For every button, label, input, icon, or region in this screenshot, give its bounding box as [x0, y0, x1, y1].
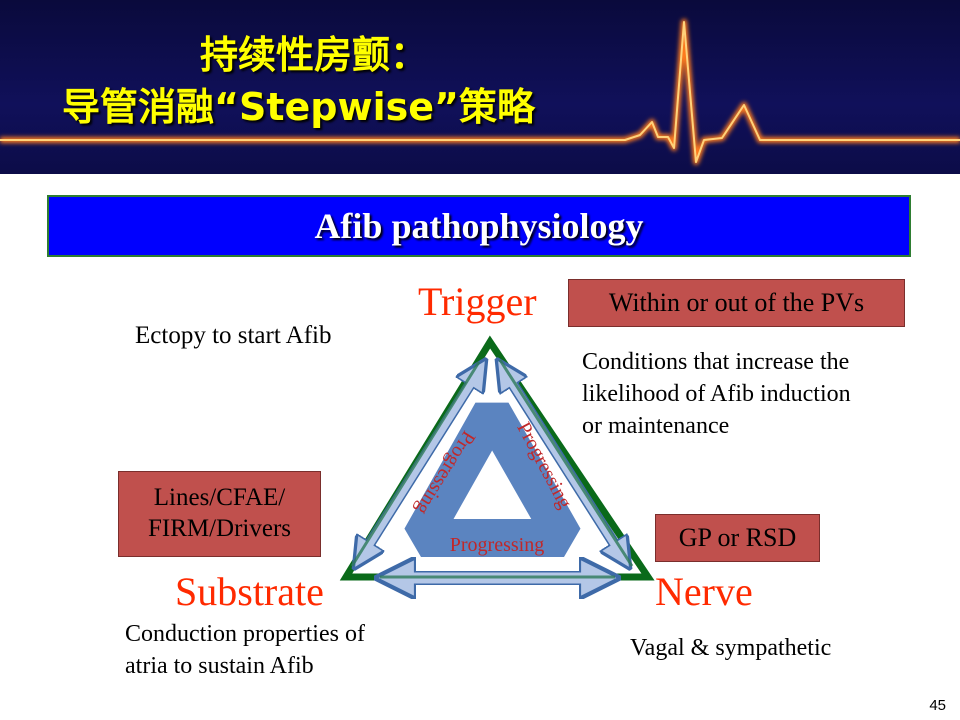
conditions-line1: Conditions that increase the	[582, 349, 850, 375]
double-arrow-right	[500, 360, 634, 566]
slide-header: 持续性房颤： 导管消融“Stepwise”策略	[0, 0, 960, 174]
ecg-waveform-icon	[0, 19, 960, 165]
substrate-box-line1: Lines/CFAE/	[153, 484, 286, 511]
banner-title: Afib pathophysiology	[314, 206, 644, 246]
section-banner: Afib pathophysiology	[47, 195, 911, 257]
trigger-label: Trigger	[418, 279, 537, 324]
nerve-label: Nerve	[655, 569, 753, 614]
nerve-description: Vagal & sympathetic	[630, 635, 832, 661]
substrate-description-line2: atria to sustain Afib	[125, 653, 314, 679]
substrate-description-line1: Conduction properties of	[125, 621, 365, 647]
substrate-box: Lines/CFAE/ FIRM/Drivers	[118, 471, 321, 557]
nerve-box: GP or RSD	[655, 514, 820, 562]
slide-title-line2: 导管消融“Stepwise”策略	[62, 85, 535, 129]
slide-title-line1: 持续性房颤：	[200, 33, 429, 77]
substrate-label: Substrate	[175, 569, 324, 614]
page-number: 45	[929, 697, 946, 714]
progress-label-bottom: Progressing	[450, 534, 544, 556]
conditions-line3: or maintenance	[582, 413, 730, 439]
trigger-box: Within or out of the PVs	[568, 279, 905, 327]
conditions-line2: likelihood of Afib induction	[582, 381, 851, 407]
double-arrow-bottom	[380, 577, 615, 578]
substrate-box-line2: FIRM/Drivers	[147, 515, 292, 542]
trigger-description: Ectopy to start Afib	[135, 322, 332, 349]
double-arrow-left	[350, 362, 479, 566]
